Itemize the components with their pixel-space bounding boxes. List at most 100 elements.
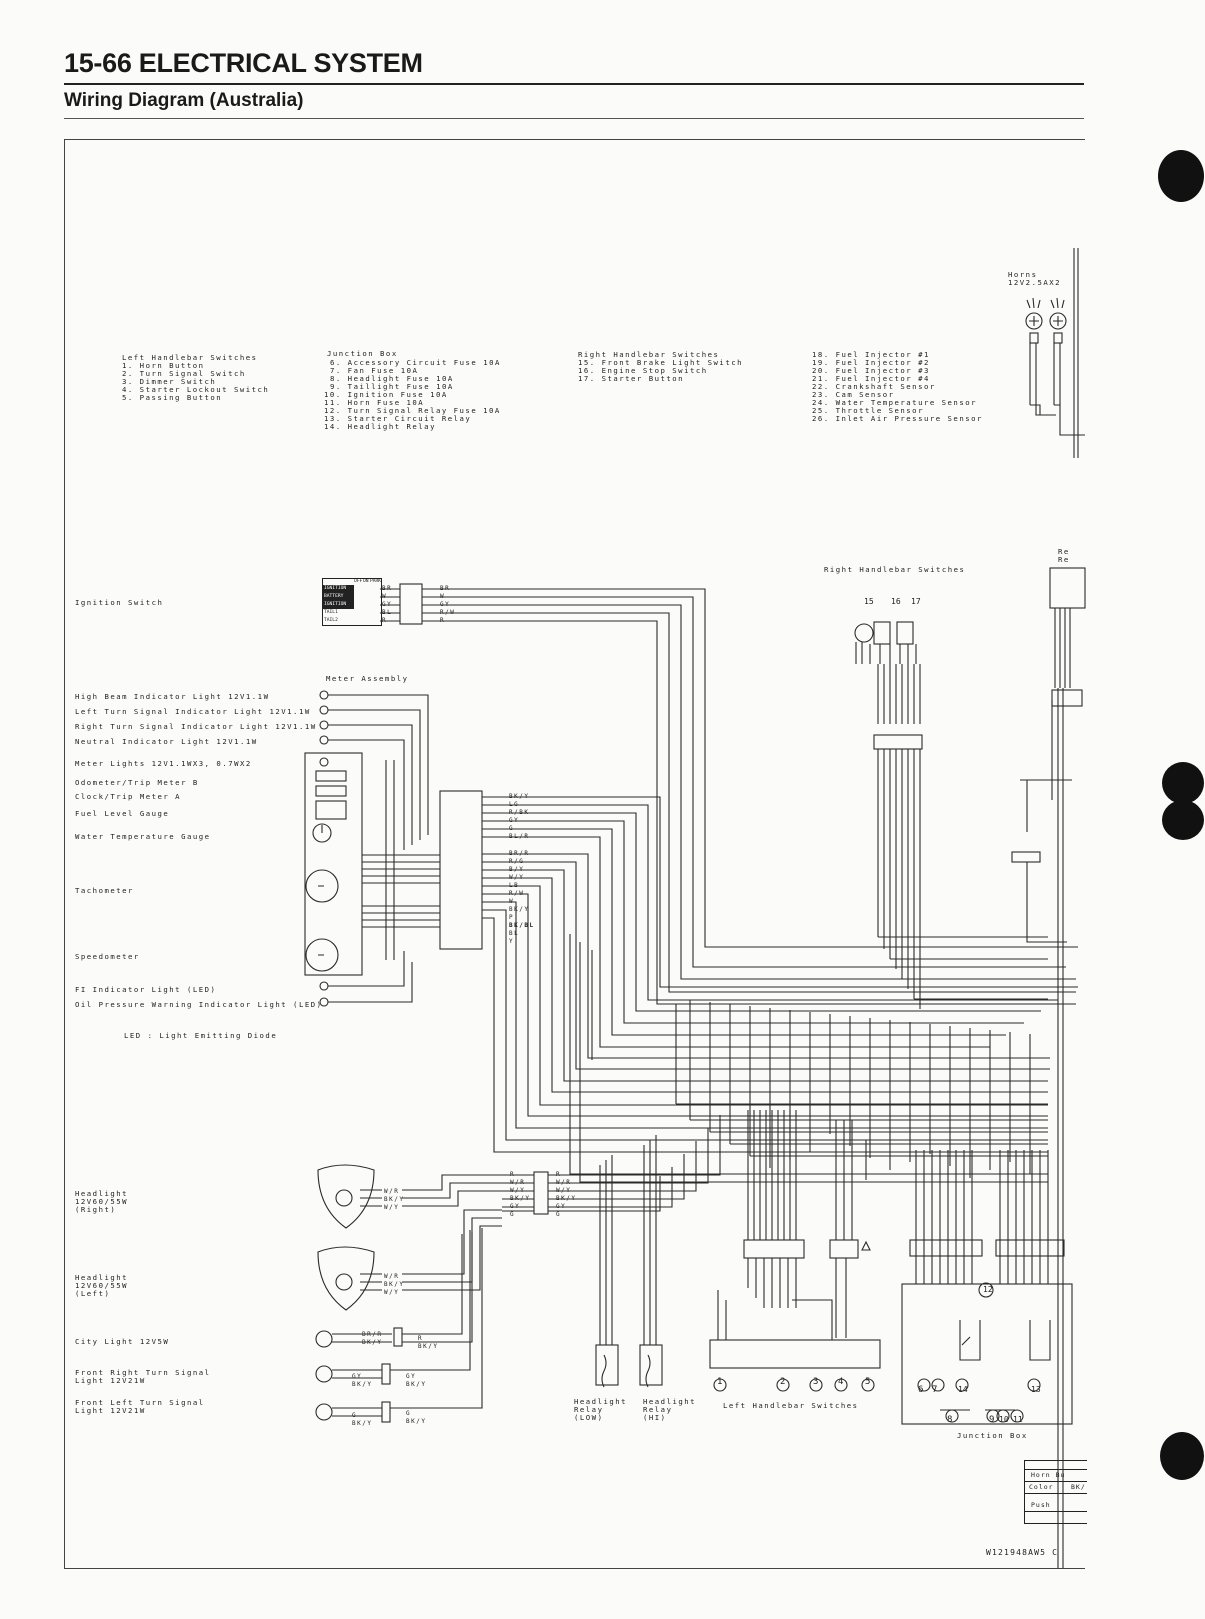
- led-note: LED : Light Emitting Diode: [124, 1031, 278, 1040]
- wire-bundle: [304, 248, 1086, 1568]
- horn-table-color-value: BK/: [1071, 1483, 1086, 1491]
- ign-col: PARK: [370, 579, 382, 584]
- legend-item: 6. Accessory Circuit Fuse 10A: [330, 358, 501, 367]
- legend-item: 18. Fuel Injector #1: [812, 350, 930, 359]
- lamp-label: 12V60/55W: [75, 1281, 129, 1290]
- meter-lamp: [319, 757, 329, 767]
- led-lamp: [319, 997, 329, 1007]
- wire-code: W/R: [384, 1273, 400, 1280]
- wire-code: R: [418, 1335, 424, 1342]
- regulator-label: Re: [1058, 547, 1070, 556]
- legend-item: 26. Inlet Air Pressure Sensor: [812, 414, 983, 423]
- legend-item: 4. Starter Lockout Switch: [122, 385, 270, 394]
- indicator-lamp: [319, 720, 329, 730]
- ignition-switch-label: Ignition Switch: [75, 598, 164, 607]
- legend-item: 21. Fuel Injector #4: [812, 374, 930, 383]
- page-subtitle: Wiring Diagram (Australia): [64, 90, 304, 111]
- right-handlebar-switches-label: Right Handlebar Switches: [824, 565, 966, 574]
- callout: 16: [891, 597, 901, 606]
- legend-item: 1. Horn Button: [122, 361, 205, 370]
- wire-code: BK/Y: [352, 1420, 373, 1427]
- legend-item: 5. Passing Button: [122, 393, 223, 402]
- wire-code: BL: [509, 930, 520, 937]
- clock-display: [315, 785, 347, 797]
- relay-label: (LOW): [574, 1413, 604, 1422]
- legend-item: 9. Taillight Fuse 10A: [330, 382, 454, 391]
- legend-heading: Junction Box: [327, 349, 398, 358]
- wire-code: Y: [509, 938, 515, 945]
- meter-label: Clock/Trip Meter A: [75, 792, 182, 801]
- turn-signal-right-icon: [315, 1365, 333, 1383]
- lamp-label: Headlight: [75, 1273, 129, 1282]
- meter-label: Odometer/Trip Meter B: [75, 778, 199, 787]
- legend-item: 19. Fuel Injector #2: [812, 358, 930, 367]
- legend-item: 3. Dimmer Switch: [122, 377, 217, 386]
- legend-item: 20. Fuel Injector #3: [812, 366, 930, 375]
- horn-table-color: Color: [1029, 1483, 1054, 1491]
- wire-code: BK/Y: [352, 1381, 373, 1388]
- legend-item: 11. Horn Fuse 10A: [324, 398, 425, 407]
- legend-item: 12. Turn Signal Relay Fuse 10A: [324, 406, 501, 415]
- wire-code: GY: [352, 1373, 363, 1380]
- led-lamp: [319, 981, 329, 991]
- meter-label: High Beam Indicator Light 12V1.1W: [75, 692, 270, 701]
- wire-code: G: [556, 1211, 562, 1218]
- meter-label: Oil Pressure Warning Indicator Light (LE…: [75, 1000, 323, 1009]
- tachometer-gauge: [305, 869, 339, 903]
- punch-hole: [1162, 762, 1204, 804]
- callout: 13: [1031, 1385, 1041, 1394]
- horn-icon: [1049, 312, 1067, 330]
- lamp-label: (Right): [75, 1205, 117, 1214]
- headlight-right-icon: [317, 1164, 375, 1229]
- callout: 17: [911, 597, 921, 606]
- wire-code: BK/Y: [509, 906, 530, 913]
- wire-code: W/Y: [384, 1289, 400, 1296]
- ign-row: IGNITION: [323, 585, 354, 593]
- callout: 15: [864, 597, 874, 606]
- punch-hole: [1162, 800, 1204, 840]
- indicator-lamp: [319, 690, 329, 700]
- wire-code: G: [510, 1211, 516, 1218]
- wire-code: BK/Y: [406, 1418, 427, 1425]
- callout: 4: [838, 1377, 844, 1387]
- meter-assembly-label: Meter Assembly: [326, 674, 409, 683]
- punch-hole: [1160, 1432, 1204, 1480]
- legend-item: 10. Ignition Fuse 10A: [324, 390, 448, 399]
- relay-label: (HI): [643, 1413, 667, 1422]
- callout: 2: [780, 1377, 786, 1387]
- wire-code: GY: [406, 1373, 417, 1380]
- legend-item: 2. Turn Signal Switch: [122, 369, 246, 378]
- legend-item: 15. Front Brake Light Switch: [578, 358, 744, 367]
- ign-row: TAIL2: [324, 618, 338, 623]
- title-rule: [64, 83, 1084, 85]
- legend-item: 24. Water Temperature Sensor: [812, 398, 978, 407]
- page-title: 15-66 ELECTRICAL SYSTEM: [64, 48, 423, 78]
- fuel-gauge-display: [315, 800, 347, 820]
- lamp-label: City Light 12V5W: [75, 1337, 170, 1346]
- lamp-label: Front Left Turn Signal: [75, 1398, 205, 1407]
- wire-code: BK/Y: [418, 1343, 439, 1350]
- horn-icon: [1025, 312, 1043, 330]
- drawing-code: W121948AW5 C: [986, 1548, 1059, 1557]
- callout: 1: [717, 1377, 723, 1387]
- callout: 10: [999, 1415, 1009, 1424]
- meter-label: FI Indicator Light (LED): [75, 985, 217, 994]
- callout: 12: [983, 1285, 993, 1294]
- meter-label: Left Turn Signal Indicator Light 12V1.1W: [75, 707, 311, 716]
- legend-item: 7. Fan Fuse 10A: [330, 366, 419, 375]
- relay-label: Relay: [574, 1405, 604, 1414]
- ign-col: ON: [363, 579, 369, 584]
- ign-row: IGNITION: [323, 601, 354, 609]
- ignition-switch-table: OFF ON PARK IGNITION BATTERY IGNITION TA…: [322, 578, 382, 626]
- legend-item: 23. Cam Sensor: [812, 390, 895, 399]
- wire-code: BK/Y: [384, 1281, 405, 1288]
- meter-label: Fuel Level Gauge: [75, 809, 170, 818]
- callout: 5: [865, 1377, 871, 1387]
- indicator-lamp: [319, 705, 329, 715]
- regulator-label: Re: [1058, 555, 1070, 564]
- lamp-label: Headlight: [75, 1189, 129, 1198]
- meter-label: Tachometer: [75, 886, 134, 895]
- horn-table-push: Push: [1031, 1501, 1051, 1509]
- wire-code: W/Y: [384, 1204, 400, 1211]
- legend-item: 17. Starter Button: [578, 374, 685, 383]
